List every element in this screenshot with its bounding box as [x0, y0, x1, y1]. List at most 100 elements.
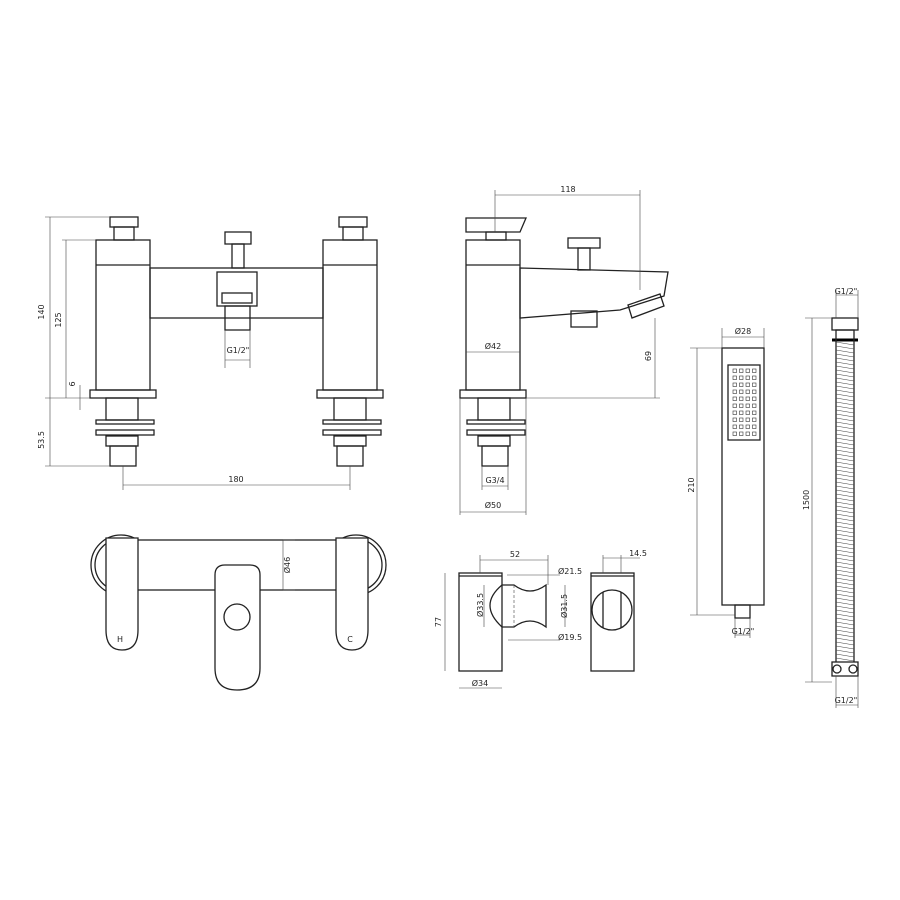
nozzle-icon: [739, 368, 744, 373]
hose-coil: [835, 509, 855, 514]
hose-coil: [835, 425, 855, 430]
hose-coil: [835, 593, 855, 598]
hose-coil: [835, 581, 855, 586]
nozzle-icon: [732, 389, 737, 394]
nozzle-icon: [752, 375, 757, 380]
nozzle-icon: [739, 431, 744, 436]
dim-hose-top-thread: G1/2": [835, 287, 858, 296]
dim-outer-diameter: Ø21.5: [558, 566, 582, 576]
dim-base-diameter: Ø50: [485, 500, 501, 510]
nozzle-icon: [732, 417, 737, 422]
front-view: 140 125 6 53.5 180 G1/2": [37, 216, 384, 490]
hose-coil: [835, 441, 855, 446]
dim-tail: 53.5: [37, 431, 46, 449]
hose-coil: [835, 437, 855, 442]
hose-coil: [835, 617, 855, 622]
nozzle-icon: [745, 417, 750, 422]
nozzle-icon: [732, 424, 737, 429]
hose-coil: [835, 597, 855, 602]
nozzle-icon: [752, 396, 757, 401]
nozzle-icon: [739, 396, 744, 401]
hose-coil: [835, 497, 855, 502]
hose-coil: [835, 357, 855, 362]
wall-bracket: 52 Ø21.5 Ø33.5 Ø31.5 77 Ø19.5 Ø34 14.5: [434, 549, 647, 689]
hose-coil: [835, 589, 855, 594]
dim-hose-length: 1500: [802, 490, 811, 510]
hose-coil: [835, 521, 855, 526]
nozzle-icon: [732, 396, 737, 401]
hose-coil: [835, 541, 855, 546]
hose-coil: [835, 585, 855, 590]
hose-coil: [835, 489, 855, 494]
hose-coil: [835, 517, 855, 522]
nozzle-icon: [732, 431, 737, 436]
dim-rose-diameter: Ø46: [282, 557, 292, 573]
hose-coil: [835, 513, 855, 518]
hose-coil: [835, 633, 855, 638]
nozzle-icon: [752, 417, 757, 422]
hose-coil: [835, 613, 855, 618]
hose-coil: [835, 385, 855, 390]
hose-coil: [835, 457, 855, 462]
hose-coil: [835, 469, 855, 474]
hose-coil: [835, 557, 855, 562]
nozzle-icon: [739, 417, 744, 422]
hose-coil: [835, 609, 855, 614]
dim-projection: 118: [560, 185, 575, 194]
hose-coil: [835, 525, 855, 530]
dim-left-diameter: Ø33.5: [475, 593, 485, 617]
nozzle-icon: [745, 368, 750, 373]
dim-shower-length: 210: [687, 477, 696, 492]
nozzle-icon: [745, 403, 750, 408]
hose-coil: [835, 493, 855, 498]
hose-coil: [835, 365, 855, 370]
nozzle-icon: [732, 410, 737, 415]
hose-coil: [835, 501, 855, 506]
nozzle-icon: [752, 424, 757, 429]
right-tap: [316, 216, 384, 467]
hose-coil: [835, 361, 855, 366]
hose-coil: [835, 529, 855, 534]
hose-coil: [835, 569, 855, 574]
hose-coil: [835, 577, 855, 582]
hose-coil: [835, 645, 855, 650]
hose-coil: [835, 649, 855, 654]
dim-bracket-projection: 52: [510, 550, 520, 559]
hose-coil: [835, 537, 855, 542]
hose-coil: [835, 461, 855, 466]
side-view: 118 Ø42 69 G3/4 Ø50: [459, 185, 669, 515]
dim-shower-thread: G1/2": [732, 627, 755, 636]
nozzle-icon: [745, 382, 750, 387]
hose-coil: [835, 453, 855, 458]
nozzle-icon: [745, 410, 750, 415]
dim-spout-height: 69: [644, 351, 653, 361]
nozzle-icon: [732, 403, 737, 408]
hose-coil: [835, 413, 855, 418]
nozzle-icon: [752, 389, 757, 394]
dim-hose-bottom-thread: G1/2": [835, 696, 858, 705]
dim-bracket-height: 77: [434, 617, 443, 627]
nozzle-icon: [739, 375, 744, 380]
nozzle-icon: [739, 424, 744, 429]
nozzle-icon: [732, 382, 737, 387]
hose-coil: [835, 621, 855, 626]
nozzle-icon: [745, 375, 750, 380]
spout: [519, 267, 669, 319]
hose-coil: [835, 657, 855, 662]
hose-coil: [835, 349, 855, 354]
hot-label: H: [117, 635, 123, 644]
dim-inner-diameter: Ø19.5: [558, 632, 582, 642]
hose-coil: [835, 405, 855, 410]
hose-coil: [835, 625, 855, 630]
diverter: [216, 231, 258, 331]
hose-coil: [835, 481, 855, 486]
nozzle-icon: [745, 424, 750, 429]
hose-coil: [835, 485, 855, 490]
hose-coil: [835, 445, 855, 450]
hose-coil: [835, 553, 855, 558]
dim-height-body: 125: [54, 312, 63, 327]
cold-label: C: [347, 635, 353, 644]
hose-coil: [835, 433, 855, 438]
